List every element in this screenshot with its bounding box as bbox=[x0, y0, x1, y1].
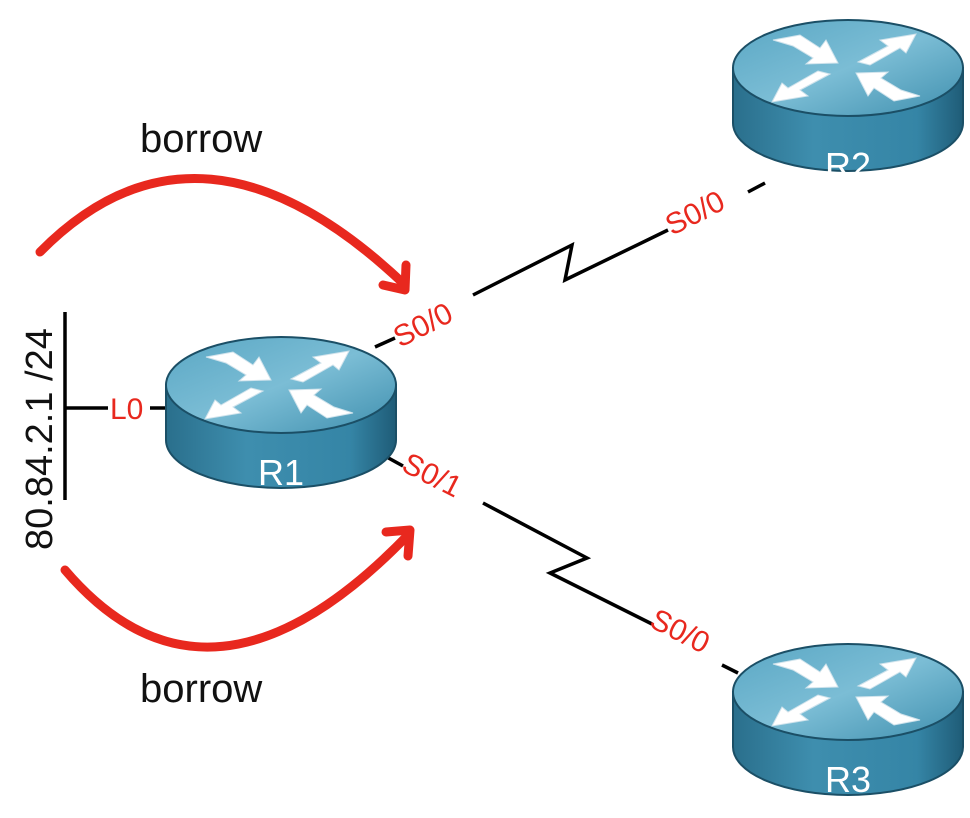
router-r1-label: R1 bbox=[258, 452, 304, 493]
router-r3[interactable]: R3 bbox=[732, 643, 964, 800]
router-r2-label: R2 bbox=[825, 145, 871, 186]
router-r2[interactable]: R2 bbox=[732, 19, 964, 186]
serial-link-r1-r2 bbox=[472, 228, 669, 297]
r3-s00-stub bbox=[721, 663, 739, 675]
loopback-network-label: 80.84.2.1 /24 bbox=[19, 328, 61, 550]
router-r3-label: R3 bbox=[825, 759, 871, 800]
borrow-arrow-bottom bbox=[60, 530, 413, 652]
r1-s00-label: S0/0 bbox=[388, 297, 458, 354]
r2-s00-stub bbox=[747, 181, 766, 194]
loopback-interface-label: L0 bbox=[110, 393, 143, 426]
r1-s00-stub bbox=[374, 336, 396, 349]
borrow-arrow-top bbox=[35, 173, 410, 290]
r1-s01-label: S0/1 bbox=[397, 447, 467, 504]
borrow-label-bottom: borrow bbox=[140, 667, 262, 711]
borrow-arrowhead-top bbox=[378, 260, 411, 295]
borrow-arrowhead-bottom bbox=[381, 525, 415, 561]
r3-s00-label: S0/0 bbox=[645, 603, 715, 660]
r2-s00-label: S0/0 bbox=[660, 185, 730, 242]
router-r1[interactable]: R1 bbox=[165, 336, 397, 493]
serial-link-r1-r3 bbox=[482, 501, 653, 626]
borrow-label-top: borrow bbox=[140, 117, 262, 161]
